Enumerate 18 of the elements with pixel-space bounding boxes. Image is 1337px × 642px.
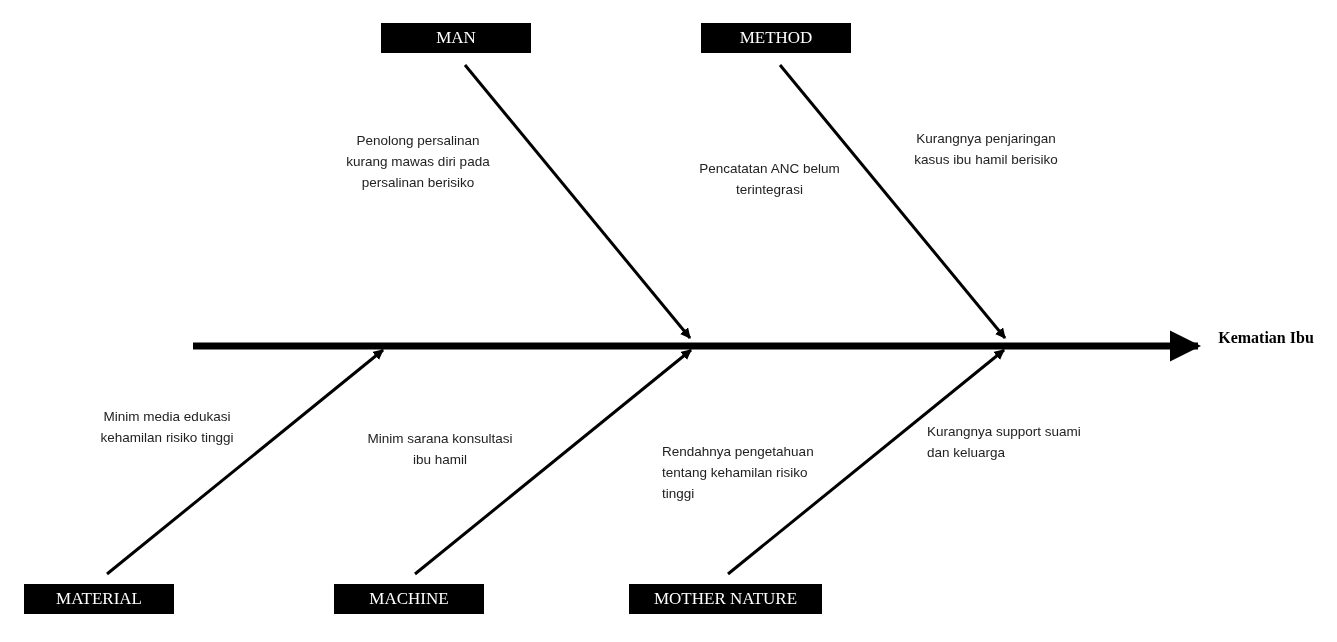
category-box: MACHINE bbox=[334, 584, 484, 614]
category-box: METHOD bbox=[701, 23, 851, 53]
cause-label: Kurangnya support suami dan keluarga bbox=[927, 423, 1082, 462]
cause-label: Pencatatan ANC belum terintegrasi bbox=[698, 160, 841, 199]
bone-arrow bbox=[463, 64, 692, 339]
cause-label: Rendahnya pengetahuan tentang kehamilan risiko tinggi bbox=[662, 443, 815, 503]
cause-label: Minim sarana konsultasi ibu hamil bbox=[366, 430, 514, 469]
cause-label: Penolong persalinan kurang mawas diri pada persalinan berisiko bbox=[345, 132, 491, 192]
category-box: MAN bbox=[381, 23, 531, 53]
category-box: MOTHER NATURE bbox=[629, 584, 822, 614]
category-box: MATERIAL bbox=[24, 584, 174, 614]
bone-arrow bbox=[727, 348, 1005, 576]
bone-arrow bbox=[778, 64, 1007, 339]
effect-label: Kematian Ibu bbox=[1206, 326, 1326, 350]
bone-arrow bbox=[414, 348, 692, 576]
cause-label: Kurangnya penjaringan kasus ibu hamil berisiko bbox=[913, 130, 1059, 169]
bone-arrow bbox=[106, 348, 384, 576]
cause-label: Minim media edukasi kehamilan risiko tinggi bbox=[99, 408, 235, 447]
